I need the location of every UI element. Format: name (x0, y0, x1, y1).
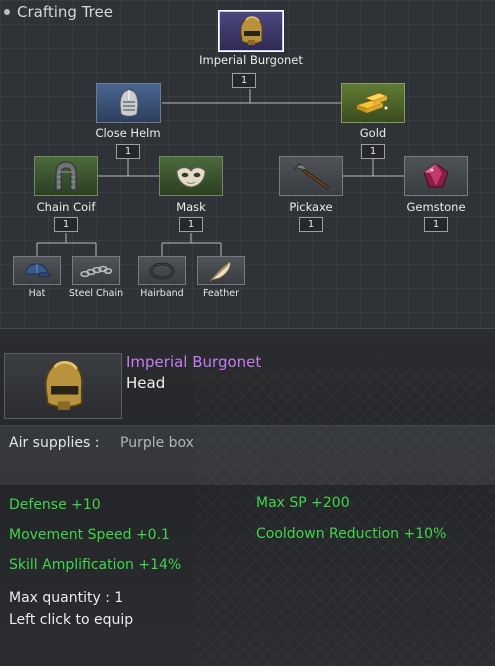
tree-node-feather-frame[interactable] (197, 256, 245, 285)
tree-node-hat-label: Hat (28, 288, 46, 299)
item-slot: Head (126, 374, 166, 392)
item-tooltip: Imperial Burgonet Head Air supplies : Pu… (0, 329, 495, 666)
tree-node-chain-coif-label: Chain Coif (36, 200, 96, 214)
hairband-icon (149, 262, 175, 279)
max-quantity: Max quantity : 1 (9, 590, 124, 606)
tree-node-mask-frame[interactable] (159, 156, 223, 196)
stat-movement-speed: Movement Speed +0.1 (9, 527, 170, 543)
tree-node-pickaxe-frame[interactable] (279, 156, 343, 196)
source-value: Purple box (120, 435, 194, 451)
tree-node-mask-count: 1 (179, 217, 203, 232)
stat-max-sp: Max SP +200 (256, 495, 350, 511)
burgonet-helmet-icon (240, 16, 263, 45)
tree-node-imperial-burgonet-count: 1 (232, 73, 256, 88)
tree-node-imperial-burgonet-frame[interactable] (218, 10, 284, 52)
tree-node-hat-frame[interactable] (13, 256, 61, 285)
panel-title: Crafting Tree (4, 3, 113, 21)
source-row: Air supplies : Purple box (0, 425, 495, 485)
tree-node-imperial-burgonet-label: Imperial Burgonet (199, 53, 303, 67)
tree-node-pickaxe-label: Pickaxe (289, 200, 333, 214)
tree-node-chain-coif-count: 1 (54, 217, 78, 232)
tree-node-close-helm-count: 1 (116, 144, 140, 159)
chain-coif-icon (55, 161, 77, 191)
gold-bars-icon (355, 92, 389, 113)
tree-node-close-helm-label: Close Helm (95, 126, 161, 140)
tree-node-close-helm-frame[interactable] (96, 83, 161, 123)
mask-icon (176, 167, 206, 188)
tree-node-steel-chain-frame[interactable] (72, 256, 120, 285)
gemstone-icon (423, 163, 449, 188)
tree-node-feather-label: Feather (202, 288, 240, 299)
item-name: Imperial Burgonet (126, 353, 262, 371)
equip-hint: Left click to equip (9, 612, 134, 628)
panel-title-text: Crafting Tree (17, 3, 113, 21)
close-helm-icon (118, 89, 139, 117)
tree-connectors (36, 89, 404, 256)
tree-node-gemstone-count: 1 (424, 217, 448, 232)
tree-node-pickaxe-count: 1 (299, 217, 323, 232)
cap-icon (25, 262, 52, 277)
stat-cooldown-reduction: Cooldown Reduction +10% (256, 526, 447, 542)
tree-node-hairband-frame[interactable] (138, 256, 186, 285)
stat-defense: Defense +10 (9, 497, 101, 513)
stat-skill-amplification: Skill Amplification +14% (9, 557, 182, 573)
source-label: Air supplies : (9, 435, 100, 451)
title-bullet-icon (4, 9, 10, 15)
pickaxe-icon (293, 162, 330, 190)
feather-icon (209, 260, 231, 281)
tree-node-steel-chain-label: Steel Chain (68, 288, 124, 299)
tree-node-gold-label: Gold (359, 126, 387, 140)
background-mesh (195, 369, 495, 666)
tree-node-gold-count: 1 (361, 144, 385, 159)
crafting-tree-panel: Crafting Tree (0, 0, 495, 329)
tree-node-gemstone-frame[interactable] (404, 156, 468, 196)
tree-node-gold-frame[interactable] (341, 83, 405, 123)
tree-node-mask-label: Mask (176, 200, 206, 214)
chain-icon (80, 265, 113, 277)
tree-node-gemstone-label: Gemstone (406, 200, 466, 214)
burgonet-helmet-icon (44, 360, 83, 410)
tree-node-hairband-label: Hairband (140, 288, 184, 299)
tree-node-chain-coif-frame[interactable] (34, 156, 98, 196)
item-icon-frame (4, 353, 122, 419)
